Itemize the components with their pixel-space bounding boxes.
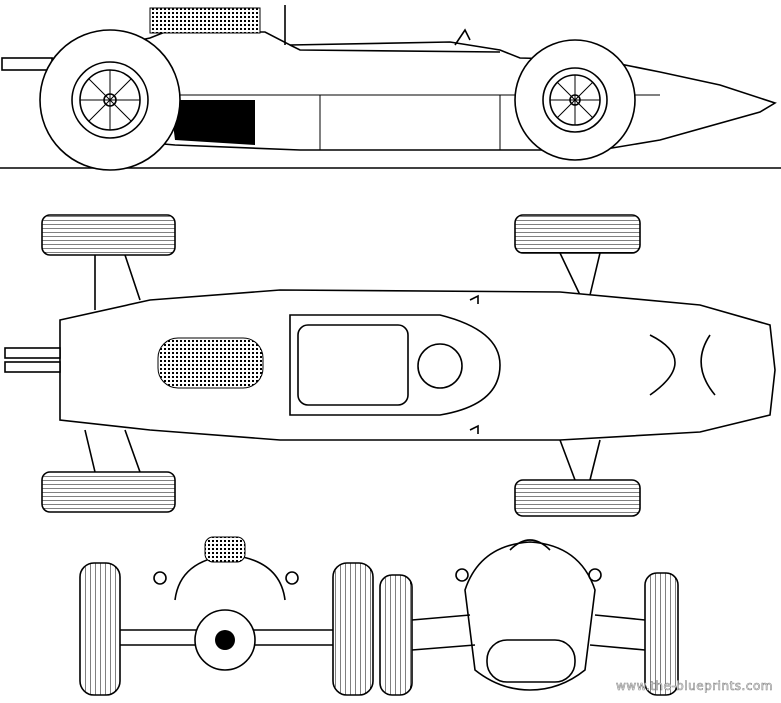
rear-right-tire <box>41 471 176 513</box>
front-view-left-tire <box>379 574 413 696</box>
front-body-outline <box>464 541 596 691</box>
front-left-tire <box>514 214 641 254</box>
rear-suspension <box>84 254 141 473</box>
front-suspension <box>559 252 601 481</box>
nose-opening <box>486 639 576 683</box>
side-exhaust-shadow <box>170 100 255 145</box>
front-view <box>379 539 679 696</box>
seat <box>297 324 409 406</box>
top-view <box>4 214 776 517</box>
rear-intake <box>204 536 246 563</box>
exhaust-right <box>4 361 61 373</box>
cockpit-opening <box>289 314 501 416</box>
rear-view-left-tire <box>79 562 121 696</box>
rear-view <box>79 536 374 696</box>
steering-wheel <box>417 343 463 389</box>
front-right-tire <box>514 479 641 517</box>
front-suspension-arms <box>411 614 646 651</box>
mirror <box>454 28 471 46</box>
front-view-right-tire <box>644 572 679 696</box>
rear-wheel-side <box>39 29 181 171</box>
exhaust-left <box>4 347 61 359</box>
cockpit-edge <box>289 44 501 53</box>
mirrors-top <box>469 294 479 434</box>
windscreen <box>509 539 551 551</box>
engine-intake-top <box>157 337 264 389</box>
exhaust-pipe <box>1 57 53 71</box>
side-view <box>0 5 781 171</box>
rear-left-tire <box>41 214 176 256</box>
rear-view-right-tire <box>332 562 374 696</box>
engine-intake-mesh <box>149 7 261 34</box>
front-wheel-side <box>514 39 636 161</box>
nose-intake <box>649 334 716 396</box>
side-body <box>44 31 777 151</box>
watermark: www.the-blueprints.com <box>615 679 773 694</box>
